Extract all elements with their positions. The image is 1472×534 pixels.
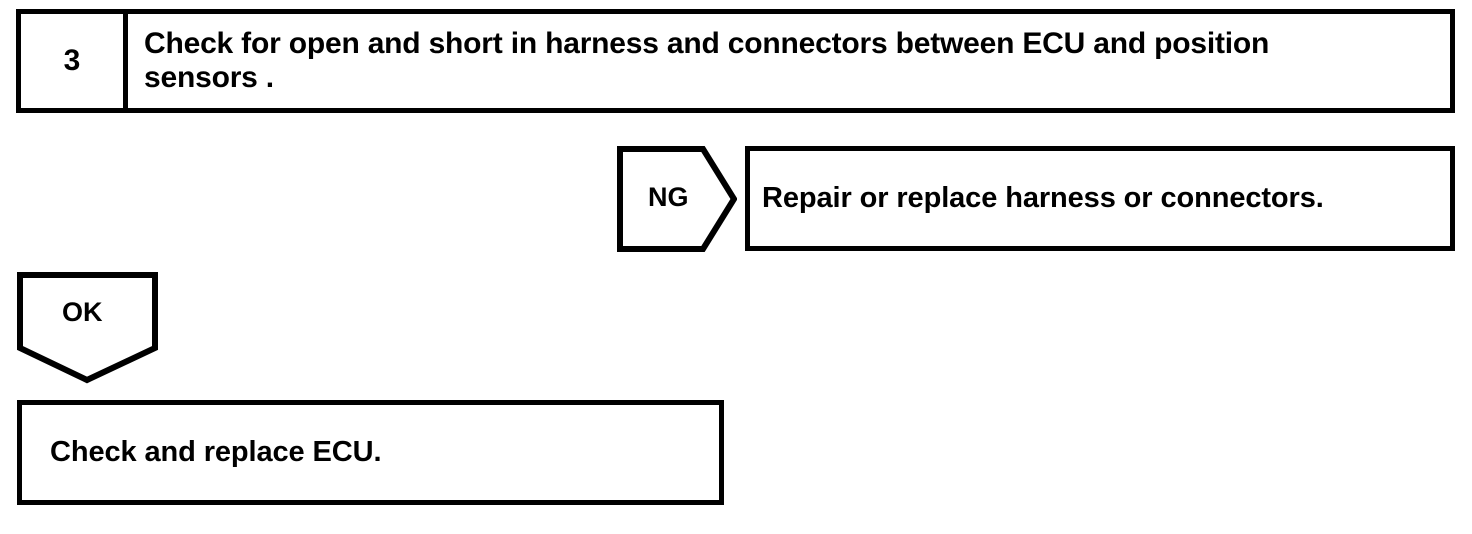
ng-branch-arrow <box>617 146 737 252</box>
ok-branch-arrow <box>17 272 158 384</box>
ok-result-box: Check and replace ECU. <box>17 400 724 505</box>
step-number: 3 <box>63 44 81 77</box>
step-instruction-text: Check for open and short in harness and … <box>144 26 1270 94</box>
step-row: 3 Check for open and short in harness an… <box>16 9 1455 113</box>
ng-result-text: Repair or replace harness or connectors. <box>762 181 1324 214</box>
step-instruction-cell: Check for open and short in harness and … <box>128 14 1450 108</box>
ng-result-box: Repair or replace harness or connectors. <box>745 146 1455 251</box>
ok-result-text: Check and replace ECU. <box>50 435 382 468</box>
step-number-cell: 3 <box>21 14 128 108</box>
ok-branch-label: OK <box>62 297 103 327</box>
ng-branch-label: NG <box>648 182 689 212</box>
